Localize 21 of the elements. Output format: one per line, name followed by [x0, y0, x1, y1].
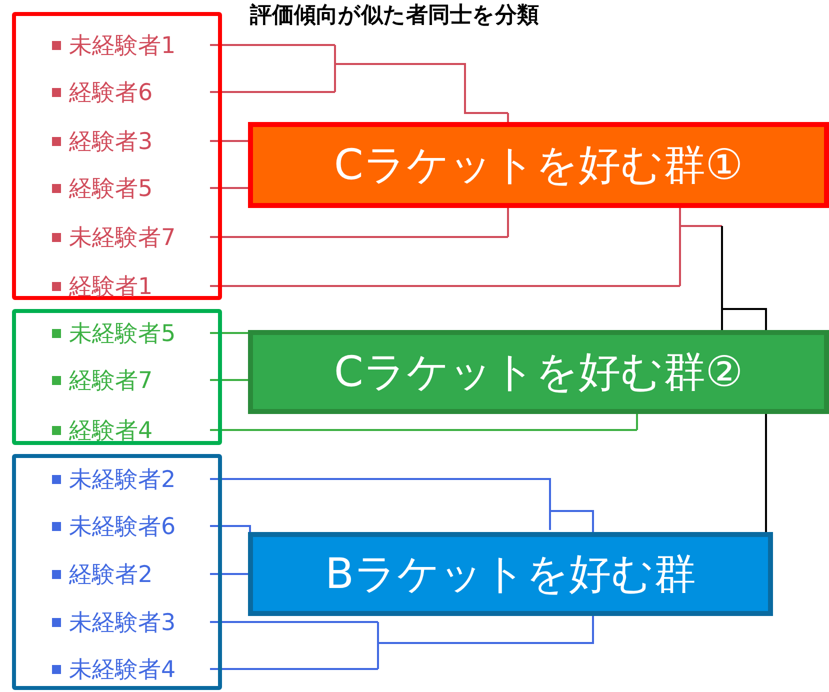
leaf-label: 未経験者6 — [69, 512, 176, 542]
leaf-label: 未経験者1 — [69, 32, 176, 60]
leaf-label: 未経験者5 — [69, 320, 176, 348]
leaf-label: 未経験者2 — [69, 466, 176, 494]
leaf-label: 経験者2 — [69, 560, 153, 590]
group-label-box: Cラケットを好む群② — [248, 330, 829, 414]
leaf-label: 経験者7 — [69, 366, 153, 396]
group-frame — [12, 12, 222, 300]
leaf-label: 経験者6 — [69, 78, 153, 108]
leaf-label: 経験者4 — [69, 416, 153, 446]
group-label-box: Cラケットを好む群① — [248, 122, 829, 208]
leaf-label: 未経験者4 — [69, 656, 176, 684]
leaf-label: 経験者1 — [69, 272, 153, 302]
group-label-box: Bラケットを好む群 — [248, 532, 773, 616]
leaf-label: 経験者5 — [69, 174, 153, 204]
leaf-label: 未経験者3 — [69, 608, 176, 638]
title: 評価傾向が似た者同士を分類 — [250, 2, 539, 30]
group-frame — [12, 454, 222, 690]
leaf-label: 未経験者7 — [69, 224, 176, 252]
leaf-label: 経験者3 — [69, 128, 153, 156]
group-frame — [12, 309, 222, 445]
